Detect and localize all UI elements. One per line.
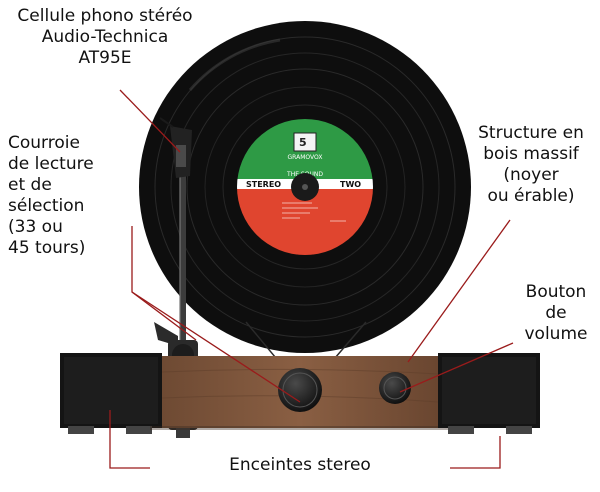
callout-wood-structure: Structure en bois massif (noyer ou érabl… bbox=[478, 123, 584, 206]
leader-structure bbox=[407, 219, 511, 363]
callout-cartridge: Cellule phono stéréo Audio-Technica AT95… bbox=[17, 6, 193, 68]
leader-volume bbox=[399, 342, 514, 393]
speaker-foot bbox=[448, 426, 474, 434]
label-logo bbox=[293, 132, 317, 152]
speaker-foot bbox=[68, 426, 94, 434]
svg-text:5: 5 bbox=[299, 136, 307, 149]
volume-knob bbox=[379, 372, 411, 404]
label-brand: GRAMOVOX bbox=[288, 154, 323, 161]
right-speaker bbox=[438, 353, 540, 434]
callout-volume-knob: Bouton de volume bbox=[524, 282, 588, 344]
leader-cartridge bbox=[119, 89, 181, 153]
leader-belt bbox=[131, 291, 301, 403]
speaker-foot bbox=[506, 426, 532, 434]
label-side: TWO bbox=[340, 180, 361, 189]
callout-drive-belt: Courroie de lecture et de sélection (33 … bbox=[8, 133, 94, 258]
label-stereo: STEREO bbox=[246, 180, 281, 189]
callout-stereo-speakers: Enceintes stereo bbox=[150, 455, 450, 476]
left-speaker bbox=[60, 353, 162, 434]
speaker-foot bbox=[126, 426, 152, 434]
speed-selector-knob bbox=[278, 368, 322, 412]
